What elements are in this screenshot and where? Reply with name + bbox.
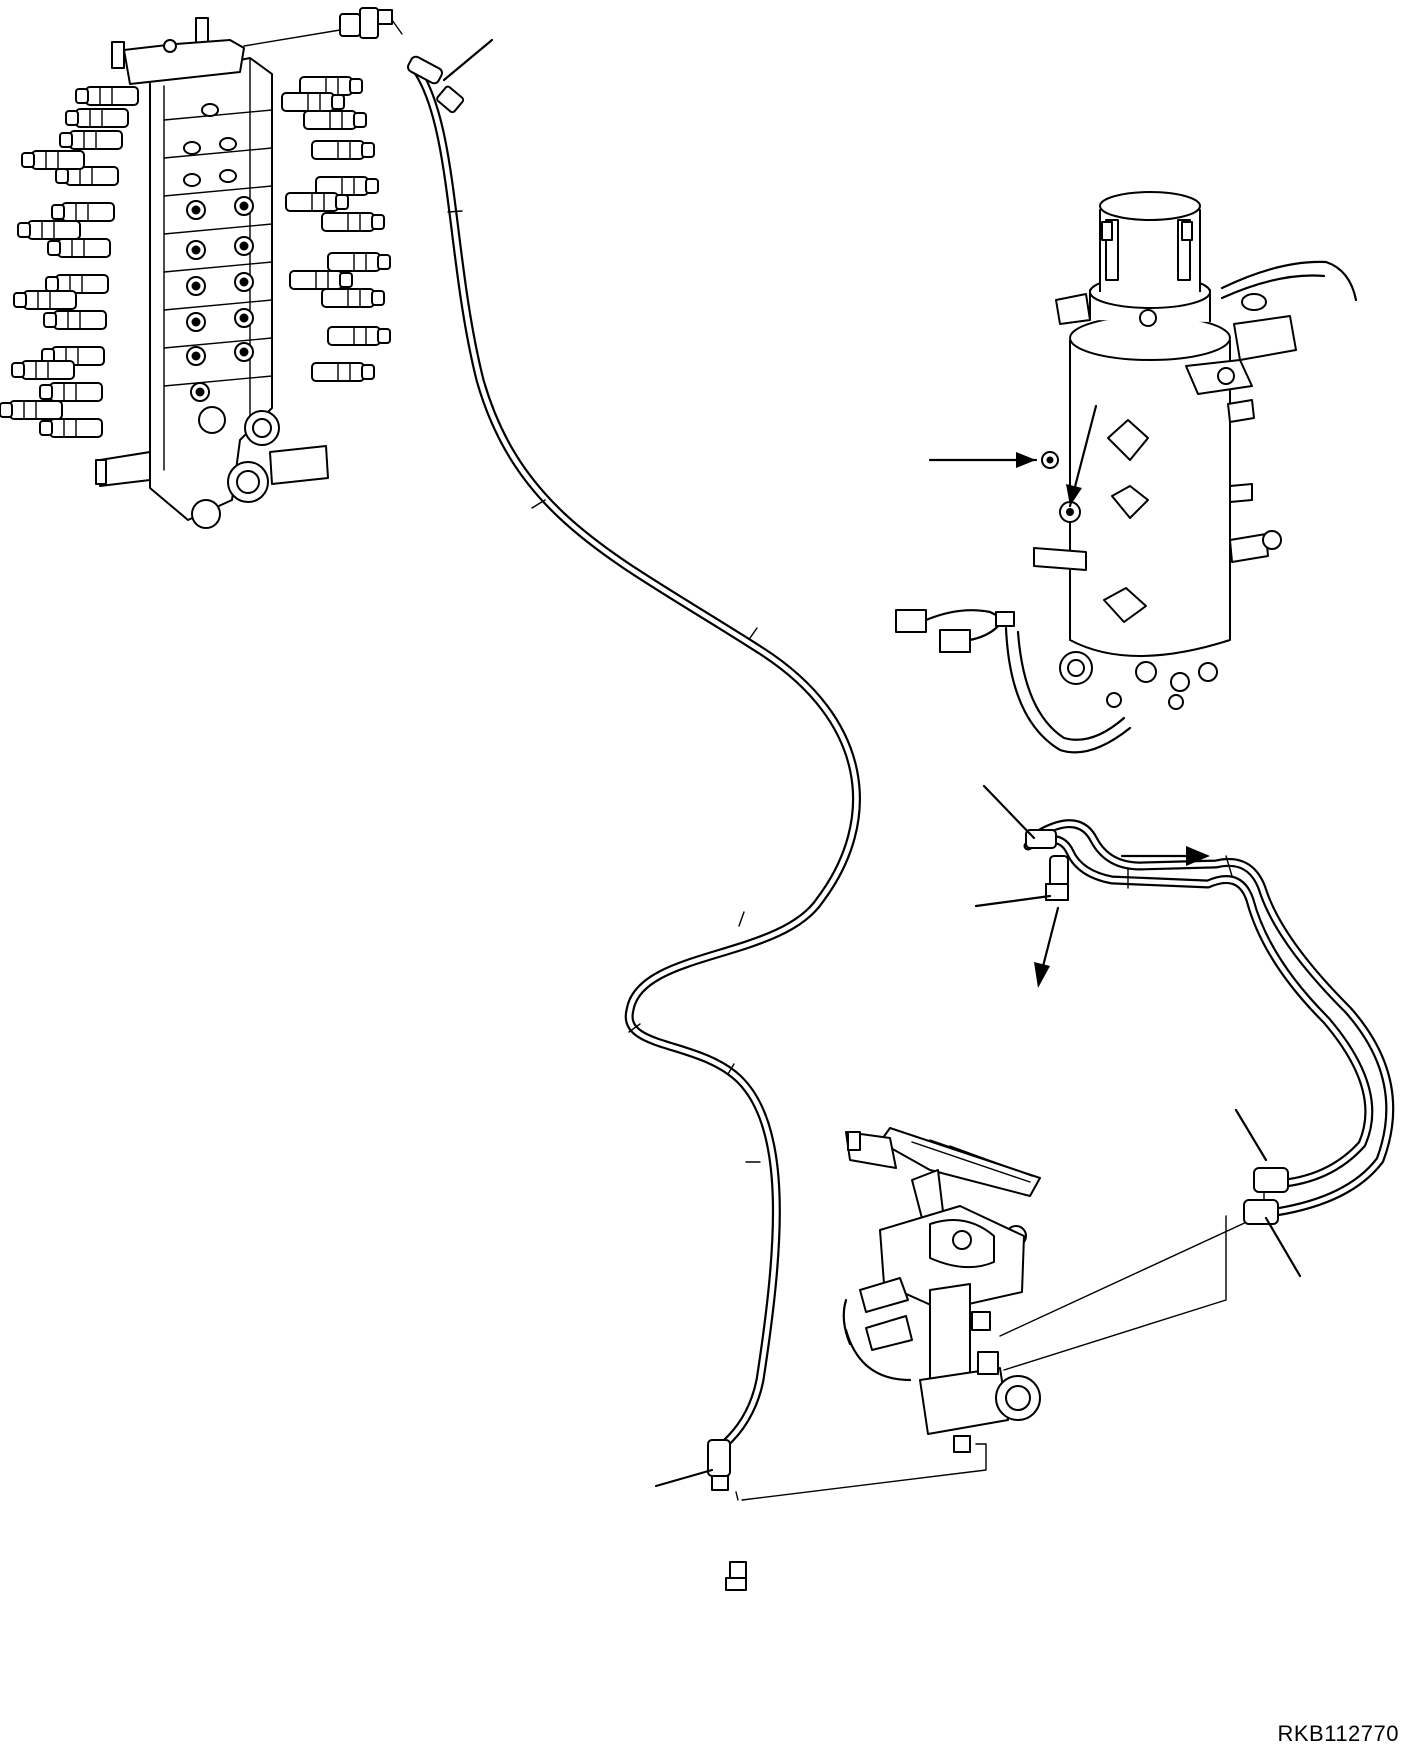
- callout-leaders: [442, 38, 1302, 1488]
- long-hose: [406, 55, 861, 1591]
- pedal-valve: [741, 1127, 1265, 1501]
- control-valve: [0, 7, 403, 529]
- swivel-joint: [895, 191, 1358, 754]
- drawing-id-label: RKB112770: [1277, 1721, 1399, 1746]
- hose-assembly-right: [1023, 819, 1395, 1225]
